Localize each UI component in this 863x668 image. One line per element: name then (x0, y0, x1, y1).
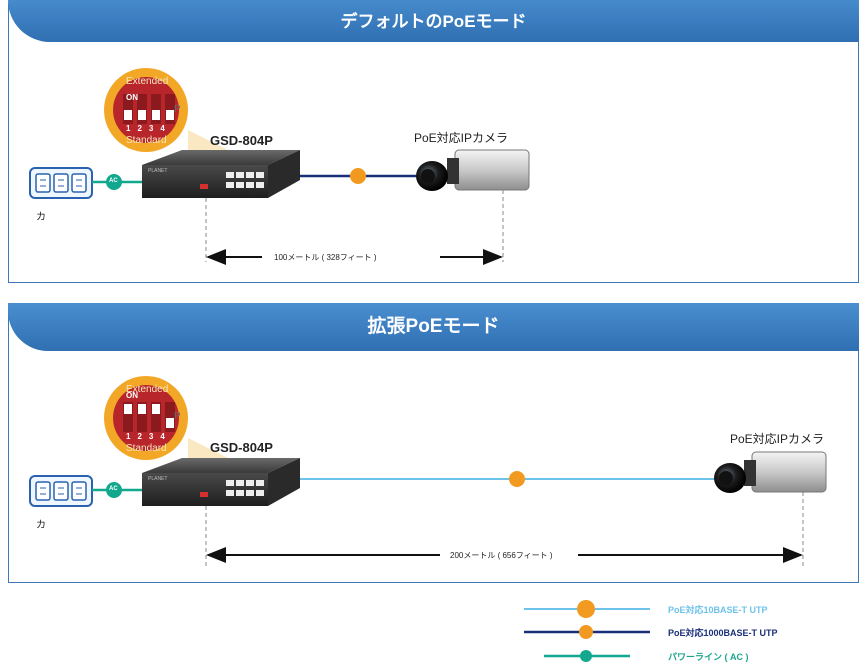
legend-label-poe-1000: PoE対応1000BASE-T UTP (668, 628, 778, 638)
dip-numbers: 1234 (126, 124, 172, 133)
power-label: カ (36, 520, 46, 531)
svg-text:PLANET: PLANET (148, 168, 167, 174)
power-outlet-icon (29, 167, 93, 199)
dip-number: 2 (137, 124, 149, 133)
dip-number: 3 (148, 432, 161, 441)
switch-label: GSD-804P (210, 133, 273, 148)
legend-poe-badge (579, 625, 593, 639)
panel-title: 拡張PoEモード (8, 303, 859, 351)
dip-extended-label: Extended (126, 76, 169, 87)
legend-poe-badge (577, 600, 595, 618)
svg-text:PLANET: PLANET (148, 476, 167, 482)
dip-numbers: 1234 (126, 432, 172, 441)
ac-badge-label: AC (109, 178, 118, 184)
switch-device-icon: PLANET (142, 150, 300, 198)
dip-number: 2 (137, 432, 149, 441)
dip-number: 3 (148, 124, 161, 133)
ac-badge-label: AC (109, 486, 118, 492)
ip-camera-icon (714, 451, 827, 493)
poe-badge (350, 168, 366, 184)
panel1-diagram: PLANET (29, 68, 530, 265)
dip-on-label: ON (126, 93, 138, 102)
dip-number: 1 (126, 432, 138, 441)
dip-number: 1 (126, 124, 138, 133)
dip-standard-label: Standard (126, 135, 167, 146)
legend (524, 600, 650, 662)
power-label: カ (36, 212, 46, 223)
power-outlet-icon (29, 475, 93, 507)
switch-label: GSD-804P (210, 440, 273, 455)
panel2-diagram: PLANET (29, 376, 827, 566)
switch-device-icon: PLANET (142, 458, 300, 506)
camera-label: PoE対応IPカメラ (414, 131, 509, 145)
poe-badge (509, 471, 525, 487)
dip-switch-icon (104, 68, 228, 152)
dip-standard-label: Standard (126, 443, 167, 454)
camera-label: PoE対応IPカメラ (730, 432, 825, 446)
dip-side-label: P (174, 411, 181, 422)
dip-number: 4 (160, 124, 172, 133)
legend-label-ac: パワーライン ( AC ) (668, 652, 749, 662)
legend-label-poe-10: PoE対応10BASE-T UTP (668, 605, 768, 615)
panel-title: デフォルトのPoEモード (8, 0, 859, 42)
extended-poe-panel: 拡張PoEモード (8, 303, 859, 583)
legend-ac-badge (580, 650, 592, 662)
dip-number: 4 (160, 432, 172, 441)
ac-badge (106, 482, 122, 498)
distance-label: 100メートル ( 328フィート ) (272, 252, 379, 263)
distance-label: 200メートル ( 656フィート ) (448, 550, 555, 561)
dip-extended-label: Extended (126, 384, 169, 395)
ac-badge (106, 174, 122, 190)
dip-side-label: P (174, 104, 181, 115)
dip-on-label: ON (126, 391, 138, 400)
ip-camera-icon (416, 149, 530, 191)
dip-switch-icon (104, 376, 228, 460)
